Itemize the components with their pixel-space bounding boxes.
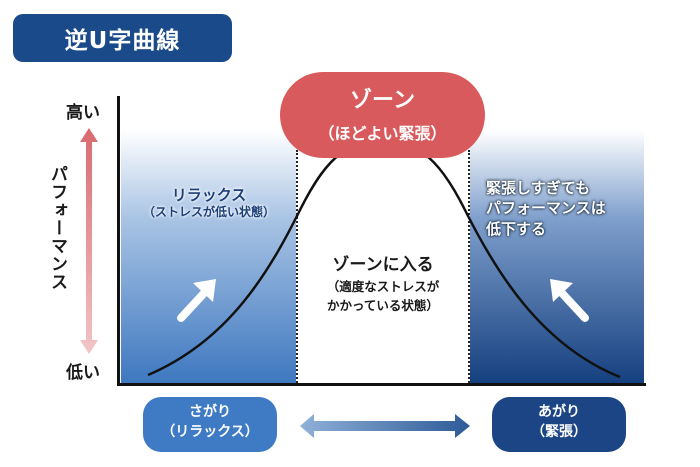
high-arousal-title: あがり xyxy=(538,404,580,420)
up-left-arrow-icon xyxy=(556,287,589,322)
overstress-line-2: パフォーマンスは xyxy=(486,199,606,218)
relax-title: リラックス xyxy=(171,186,247,204)
zone-right-boundary xyxy=(468,150,470,383)
relax-subtitle: （ストレスが低い状態） xyxy=(142,204,275,219)
overstress-region xyxy=(470,130,644,383)
y-axis-low-label: 低い xyxy=(66,363,100,383)
zone-title: ゾーン xyxy=(350,88,415,113)
zone-subtitle: （ほどよい緊張） xyxy=(318,124,447,143)
up-left-arrowhead-icon xyxy=(550,279,573,302)
high-arousal-pill: あがり （緊張） xyxy=(492,397,626,452)
zone-badge: ゾーン （ほどよい緊張） xyxy=(280,72,485,158)
double-arrow-icon xyxy=(300,414,470,438)
low-arousal-pill: さがり （リラックス） xyxy=(143,397,277,452)
performance-arrow-icon xyxy=(80,128,98,354)
y-axis-high-label: 高い xyxy=(66,103,100,123)
zone-in-title: ゾーンに入る xyxy=(332,255,434,275)
low-arousal-subtitle: （リラックス） xyxy=(161,423,259,440)
relax-region xyxy=(121,130,296,383)
low-arousal-title: さがり xyxy=(189,404,231,420)
diagram-title: 逆U字曲線 xyxy=(13,14,232,62)
overstress-line-1: 緊張しすぎても xyxy=(486,179,590,197)
high-arousal-subtitle: （緊張） xyxy=(531,423,587,440)
zone-in-label: ゾーンに入る （適度なストレスが かかっている状態） xyxy=(297,255,469,314)
zone-in-subtitle-2: かかっている状態） xyxy=(327,297,439,313)
up-right-arrowhead-icon xyxy=(193,279,216,302)
relax-label: リラックス （ストレスが低い状態） xyxy=(122,186,296,220)
x-axis xyxy=(117,383,646,386)
y-axis xyxy=(117,96,120,386)
y-axis-title: パフォーマンス xyxy=(47,165,67,291)
overstress-line-3: 低下する xyxy=(486,219,547,238)
overstress-label: 緊張しすぎても パフォーマンスは 低下する xyxy=(486,178,646,239)
zone-left-boundary xyxy=(296,150,298,383)
zone-in-subtitle-1: （適度なストレスが xyxy=(326,279,440,295)
up-right-arrow-icon xyxy=(177,287,210,322)
